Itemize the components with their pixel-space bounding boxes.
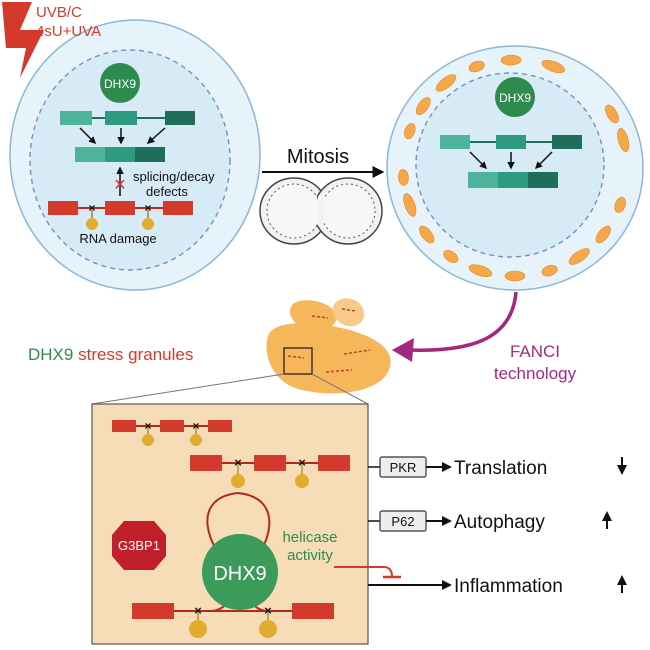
svg-text:×: ×: [144, 419, 151, 433]
zoom-line-right: [311, 373, 369, 405]
cytoplasmic-granule: [541, 265, 558, 277]
exon-1-left: [60, 111, 92, 125]
cytoplasmic-granule: [468, 264, 493, 278]
main-stress-granule: [266, 323, 391, 394]
fanci-label-1: FANCI: [510, 342, 560, 361]
svg-text:×: ×: [194, 603, 202, 618]
zoom-box: [283, 347, 313, 375]
cytoplasmic-granule: [614, 196, 626, 213]
dhx9-protein-right: [495, 77, 535, 117]
dhx9-helicase: [202, 534, 278, 610]
granule-title: DHX9 stress granules: [28, 345, 193, 364]
cytoplasmic-granule: [415, 97, 431, 116]
g3bp1-protein: [112, 521, 166, 570]
mrna-exon-1-right: [468, 172, 498, 188]
cytoplasmic-stress-granules: [398, 54, 630, 282]
svg-text:×: ×: [298, 455, 306, 470]
damaged-exon-2: [105, 201, 135, 215]
mrna-exon-2-left: [105, 147, 135, 162]
cytoplasmic-granule: [617, 128, 630, 152]
cytoplasmic-granule: [404, 123, 416, 140]
cytoplasmic-granule: [595, 225, 611, 244]
dhx9-protein-left: [100, 63, 140, 103]
dhx9-helicase-label: DHX9: [213, 563, 266, 585]
damaged-rna-2: × ×: [190, 455, 350, 488]
dhx9-label-right: DHX9: [499, 91, 531, 105]
cytoplasmic-granule: [605, 104, 619, 124]
defect-label-1: splicing/decay: [133, 169, 215, 184]
damaged-exon-3: [163, 201, 193, 215]
cytoplasmic-granule: [468, 60, 485, 73]
svg-text:×: ×: [88, 201, 95, 215]
zoom-line-left: [91, 373, 285, 405]
mrna-exon-1-left: [75, 147, 105, 162]
mrna-exon-2-right: [498, 172, 528, 188]
helicase-label-1: helicase: [282, 529, 337, 546]
stress-label-2: 4sU+UVA: [36, 23, 101, 40]
translation-label: Translation: [454, 458, 547, 479]
exon-2-left: [105, 111, 137, 125]
svg-text:×: ×: [234, 455, 242, 470]
damaged-rna-1: × ×: [112, 419, 232, 446]
svg-text:×: ×: [264, 603, 272, 618]
stress-label-1: UVB/C: [36, 4, 82, 21]
cytoplasmic-granule: [541, 59, 566, 74]
mrna-exon-3-left: [135, 147, 165, 162]
exon-3-right: [552, 135, 582, 149]
cytoplasmic-granule: [435, 74, 457, 92]
crosslinked-protein-1: [86, 218, 98, 230]
exon-1-right: [440, 135, 470, 149]
g3bp1-label: G3BP1: [118, 538, 160, 553]
cytoplasmic-granule: [504, 270, 526, 282]
inflammation-label: Inflammation: [454, 576, 563, 597]
svg-text:×: ×: [192, 419, 199, 433]
crosslinked-protein-2: [142, 218, 154, 230]
dhx9-label-left: DHX9: [104, 77, 136, 91]
inhibition-line: [334, 566, 393, 577]
cytoplasmic-granule: [500, 54, 522, 66]
damaged-exon-1: [48, 201, 78, 215]
cytoplasmic-granule: [403, 193, 417, 217]
mrna-exon-3-right: [528, 172, 558, 188]
p62-label: P62: [391, 514, 414, 529]
exon-2-right: [496, 135, 526, 149]
dhx9-rna-complex: DHX9 × ×: [132, 491, 334, 638]
fanci-arrowhead: [392, 338, 414, 362]
fanci-arrow: [407, 291, 518, 352]
right-cell: DHX9: [386, 45, 644, 291]
cytoplasmic-granule: [419, 225, 435, 244]
cytoplasmic-granule: [398, 169, 409, 186]
stress-granule-blobs: [266, 298, 391, 394]
autophagy-label: Autophagy: [454, 512, 545, 533]
left-cell: DHX9 ✕ splicing/decay defects × × RNA da…: [9, 19, 261, 291]
cytoplasmic-granule: [568, 248, 590, 265]
block-x-mark: ✕: [113, 177, 126, 194]
dividing-cell-icon: [259, 177, 383, 245]
svg-text:×: ×: [144, 201, 151, 215]
mitosis-label: Mitosis: [287, 146, 349, 168]
exon-3-left: [165, 111, 195, 125]
fanci-label-2: technology: [494, 364, 577, 383]
helicase-label-2: activity: [287, 547, 333, 564]
cytoplasmic-granule: [443, 250, 459, 263]
pkr-label: PKR: [390, 460, 417, 475]
defect-label-2: defects: [146, 184, 188, 199]
uv-lightning-icon: [2, 2, 44, 78]
rna-damage-label: RNA damage: [79, 231, 156, 246]
